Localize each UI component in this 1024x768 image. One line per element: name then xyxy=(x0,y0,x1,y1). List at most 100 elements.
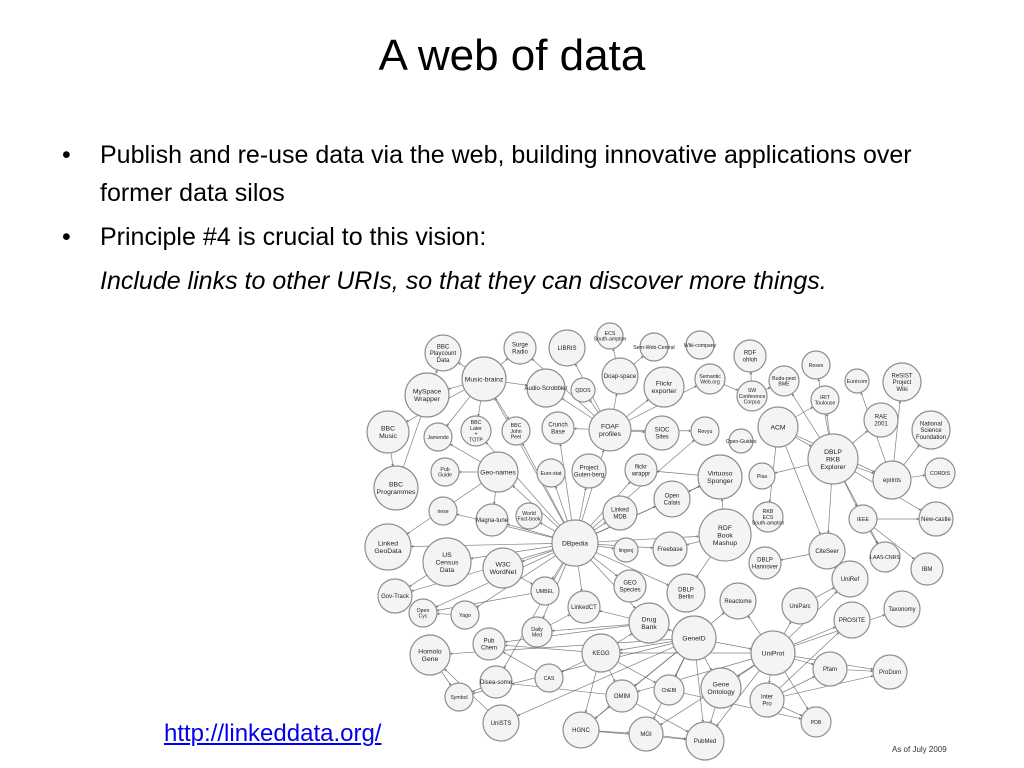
link-edge xyxy=(656,470,699,476)
dataset-node-linkedct: LinkedCT xyxy=(567,590,601,624)
link-edge xyxy=(873,527,915,560)
link-edge xyxy=(662,735,687,740)
bullet-item: • Principle #4 is crucial to this vision… xyxy=(56,218,916,256)
dataset-node-musicbrainz: Music-brainz xyxy=(461,356,507,402)
link-edge xyxy=(573,427,590,431)
link-edge xyxy=(856,467,875,475)
link-edge xyxy=(612,348,616,359)
link-edge xyxy=(774,464,809,474)
link-edge xyxy=(795,406,814,418)
link-edge xyxy=(495,397,509,420)
dataset-node-uniref: UniRef xyxy=(831,560,869,598)
link-edge xyxy=(815,587,835,598)
dataset-node-kegg: KEGG xyxy=(581,633,621,673)
dataset-node-chebi: ChEBI xyxy=(653,674,685,706)
dataset-node-cas: CAS xyxy=(534,663,564,693)
dataset-node-label: Euro-stat xyxy=(540,471,562,477)
dataset-node-audio: Audio-Scrobbler xyxy=(524,368,568,408)
link-edge xyxy=(634,651,678,687)
link-edge xyxy=(635,703,689,733)
dataset-node-label: DBpedia xyxy=(562,540,588,547)
bullet-list: • Publish and re-use data via the web, b… xyxy=(56,136,916,300)
slide-title: A web of data xyxy=(378,31,646,80)
dataset-node-acm: ACM xyxy=(757,406,799,448)
dataset-node-label: UMBEL xyxy=(536,589,554,595)
link-edge xyxy=(410,549,553,592)
dataset-node-hgnc: HGNC xyxy=(562,711,600,749)
link-edge xyxy=(782,676,816,693)
bullet-item: • Publish and re-use data via the web, b… xyxy=(56,136,916,212)
link-edge xyxy=(667,628,674,632)
dataset-node-symbol: Symbol xyxy=(444,682,474,712)
dataset-node-mgi: MGI xyxy=(628,716,664,752)
link-edge xyxy=(554,485,568,522)
link-edge xyxy=(521,550,554,562)
link-edge xyxy=(598,730,630,735)
dataset-node-label: LAAS-CNRS xyxy=(870,555,900,561)
link-edge xyxy=(633,355,644,365)
dataset-node-resex: Resex xyxy=(801,350,831,380)
dataset-node-label: PubMed xyxy=(694,739,716,745)
dataset-node-geneid: GeneID xyxy=(671,615,717,661)
dataset-node-prosite: PROSITE xyxy=(833,601,871,639)
link-edge xyxy=(577,565,583,592)
dataset-node-newcastle: New-castle xyxy=(918,501,954,537)
link-edge xyxy=(695,659,705,723)
dataset-node-citeseer: CiteSeer xyxy=(808,532,846,570)
link-edge xyxy=(782,706,803,717)
link-edge xyxy=(785,445,821,535)
dataset-node-label: UniRef xyxy=(841,577,860,583)
link-edge xyxy=(457,362,466,368)
link-edge xyxy=(446,395,471,427)
dataset-node-unists: UniSTS xyxy=(482,704,520,742)
dataset-node-pubmed: PubMed xyxy=(685,721,725,761)
link-edge xyxy=(449,443,481,463)
link-edge xyxy=(795,436,812,447)
link-edge xyxy=(910,474,926,478)
link-edge xyxy=(715,641,752,650)
dataset-node-label: Sem-Web-Central xyxy=(633,345,674,351)
link-edge xyxy=(747,615,761,635)
link-edge xyxy=(737,665,755,678)
link-edge xyxy=(592,556,618,577)
diagram-caption: As of July 2009 xyxy=(892,745,947,754)
dataset-node-omim: OMIM xyxy=(605,679,639,713)
link-edge xyxy=(826,483,832,534)
dataset-node-magnatune: Magna-tune xyxy=(475,503,509,537)
dataset-node-pisa: Pisa xyxy=(748,462,776,490)
dataset-node-wikico: Wiki-company xyxy=(684,330,717,360)
dataset-node-label: Geo-names xyxy=(480,469,516,476)
dataset-node-lingvoj: lingvoj xyxy=(613,537,639,563)
link-edge xyxy=(447,384,463,390)
dataset-node-label: OMIM xyxy=(614,694,630,700)
link-edge xyxy=(579,487,587,521)
dataset-node-label: IBM xyxy=(922,567,933,573)
dataset-node-libris: LIBRIS xyxy=(548,329,586,367)
linkeddata-link[interactable]: http://linkeddata.org/ xyxy=(164,720,382,747)
